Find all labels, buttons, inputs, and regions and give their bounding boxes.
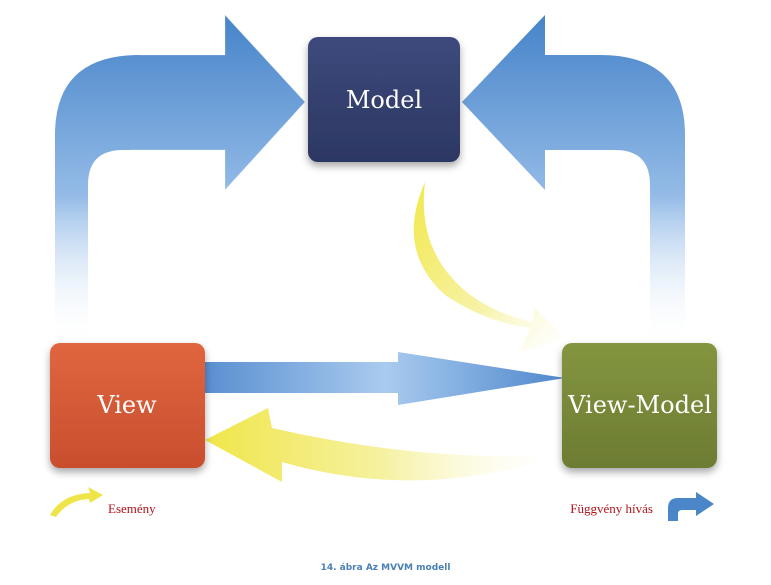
view-to-model-call-arrow xyxy=(55,13,306,345)
viewmodel-label: View-Model xyxy=(567,391,712,419)
viewmodel-node xyxy=(562,343,717,468)
curved-yellow-arrow-icon xyxy=(50,487,103,517)
bent-blue-arrow-icon xyxy=(668,492,714,521)
view-node xyxy=(50,343,205,468)
viewmodel-to-view-event-arrow xyxy=(205,408,560,482)
figure-caption: 14. ábra Az MVVM modell xyxy=(320,563,451,573)
view-label: View xyxy=(96,391,157,419)
model-to-viewmodel-event-arrow xyxy=(413,182,565,352)
view-to-viewmodel-call-arrow xyxy=(205,352,565,405)
legend-call-label: Függvény hívás xyxy=(570,501,653,516)
legend-event-label: Esemény xyxy=(108,501,156,516)
model-label: Model xyxy=(346,86,422,114)
model-node xyxy=(308,37,460,162)
viewmodel-to-model-call-arrow xyxy=(462,15,685,345)
